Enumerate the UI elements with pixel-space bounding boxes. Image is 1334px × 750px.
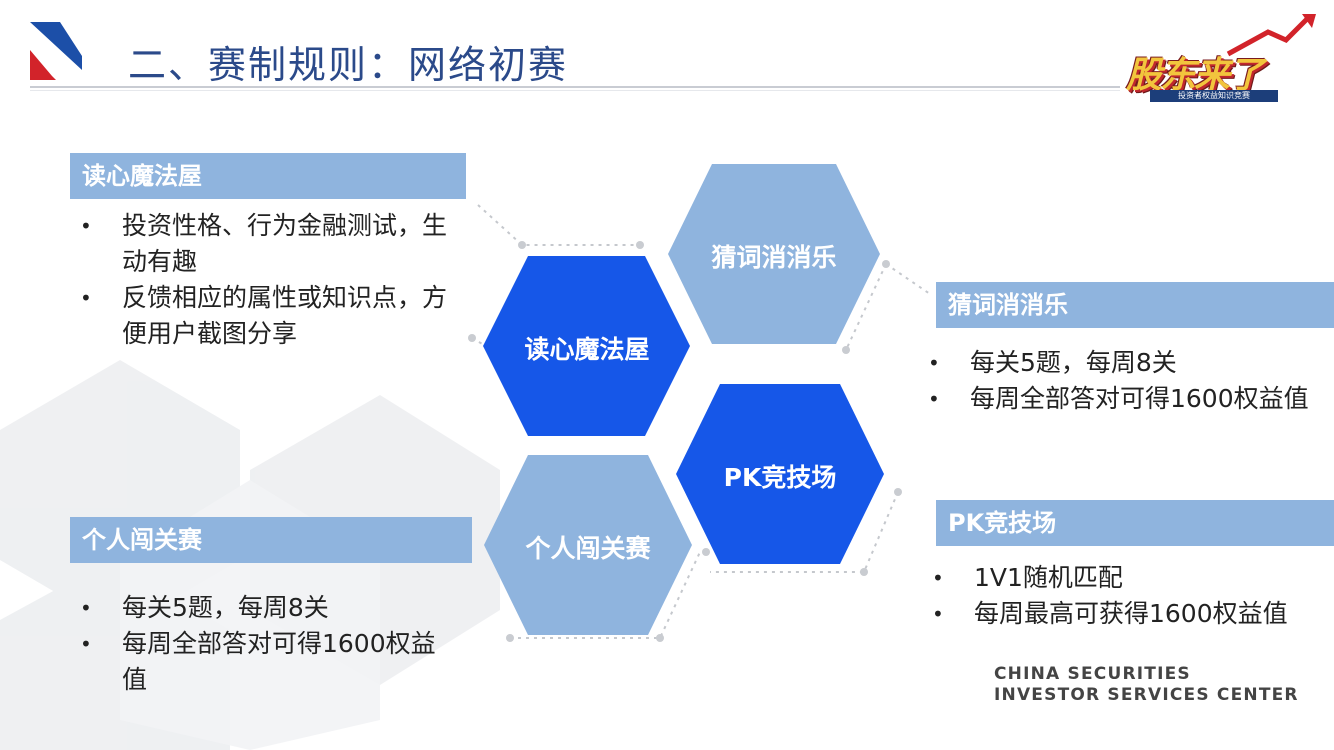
brand-logo: 股东来了 投资者权益知识竞赛 bbox=[1118, 10, 1318, 102]
hexagon-label-levels: 个人闯关赛 bbox=[525, 534, 651, 563]
list-item: 1V1随机匹配 bbox=[924, 560, 1324, 596]
hexagon-pk bbox=[676, 384, 884, 564]
hexagon-wordgame bbox=[668, 164, 880, 344]
list-item: 反馈相应的属性或知识点，方便用户截图分享 bbox=[72, 280, 452, 352]
list-item: 每周全部答对可得1600权益值 bbox=[72, 626, 452, 698]
section-list-wordgame: 每关5题，每周8关 每周全部答对可得1600权益值 bbox=[920, 345, 1316, 417]
section-list-levels: 每关5题，每周8关 每周全部答对可得1600权益值 bbox=[72, 590, 452, 698]
section-list-pk: 1V1随机匹配 每周最高可获得1600权益值 bbox=[924, 560, 1324, 632]
company-logo-icon bbox=[30, 22, 82, 80]
section-list-mindreading: 投资性格、行为金融测试，生动有趣 反馈相应的属性或知识点，方便用户截图分享 bbox=[72, 208, 452, 352]
brand-subtitle: 投资者权益知识竞赛 bbox=[1150, 90, 1278, 102]
list-item: 投资性格、行为金融测试，生动有趣 bbox=[72, 208, 452, 280]
footer-line-1: CHINA SECURITIES bbox=[994, 664, 1191, 684]
list-item: 每关5题，每周8关 bbox=[920, 345, 1316, 381]
section-heading-wordgame: 猜词消消乐 bbox=[936, 282, 1334, 328]
hexagon-label-mindreading: 读心魔法屋 bbox=[524, 335, 650, 364]
hexagon-mindreading bbox=[483, 256, 690, 436]
section-heading-levels: 个人闯关赛 bbox=[70, 517, 472, 563]
brand-logo-text: 股东来了 bbox=[1126, 55, 1264, 96]
section-heading-pk: PK竞技场 bbox=[936, 500, 1334, 546]
list-item: 每周最高可获得1600权益值 bbox=[924, 596, 1324, 632]
section-heading-mindreading: 读心魔法屋 bbox=[70, 153, 466, 199]
footer-organization: CHINA SECURITIES INVESTOR SERVICES CENTE… bbox=[994, 664, 1299, 706]
header-divider-shadow bbox=[30, 90, 1120, 91]
list-item: 每关5题，每周8关 bbox=[72, 590, 452, 626]
brand-arrow-icon bbox=[1226, 14, 1316, 57]
list-item: 每周全部答对可得1600权益值 bbox=[920, 381, 1316, 417]
hexagon-levels bbox=[484, 455, 692, 635]
hexagon-label-pk: PK竞技场 bbox=[723, 463, 837, 492]
hexagon-label-wordgame: 猜词消消乐 bbox=[711, 243, 837, 272]
header-divider bbox=[30, 86, 1120, 88]
page-title: 二、赛制规则：网络初赛 bbox=[128, 43, 569, 87]
footer-line-2: INVESTOR SERVICES CENTER bbox=[994, 685, 1299, 705]
